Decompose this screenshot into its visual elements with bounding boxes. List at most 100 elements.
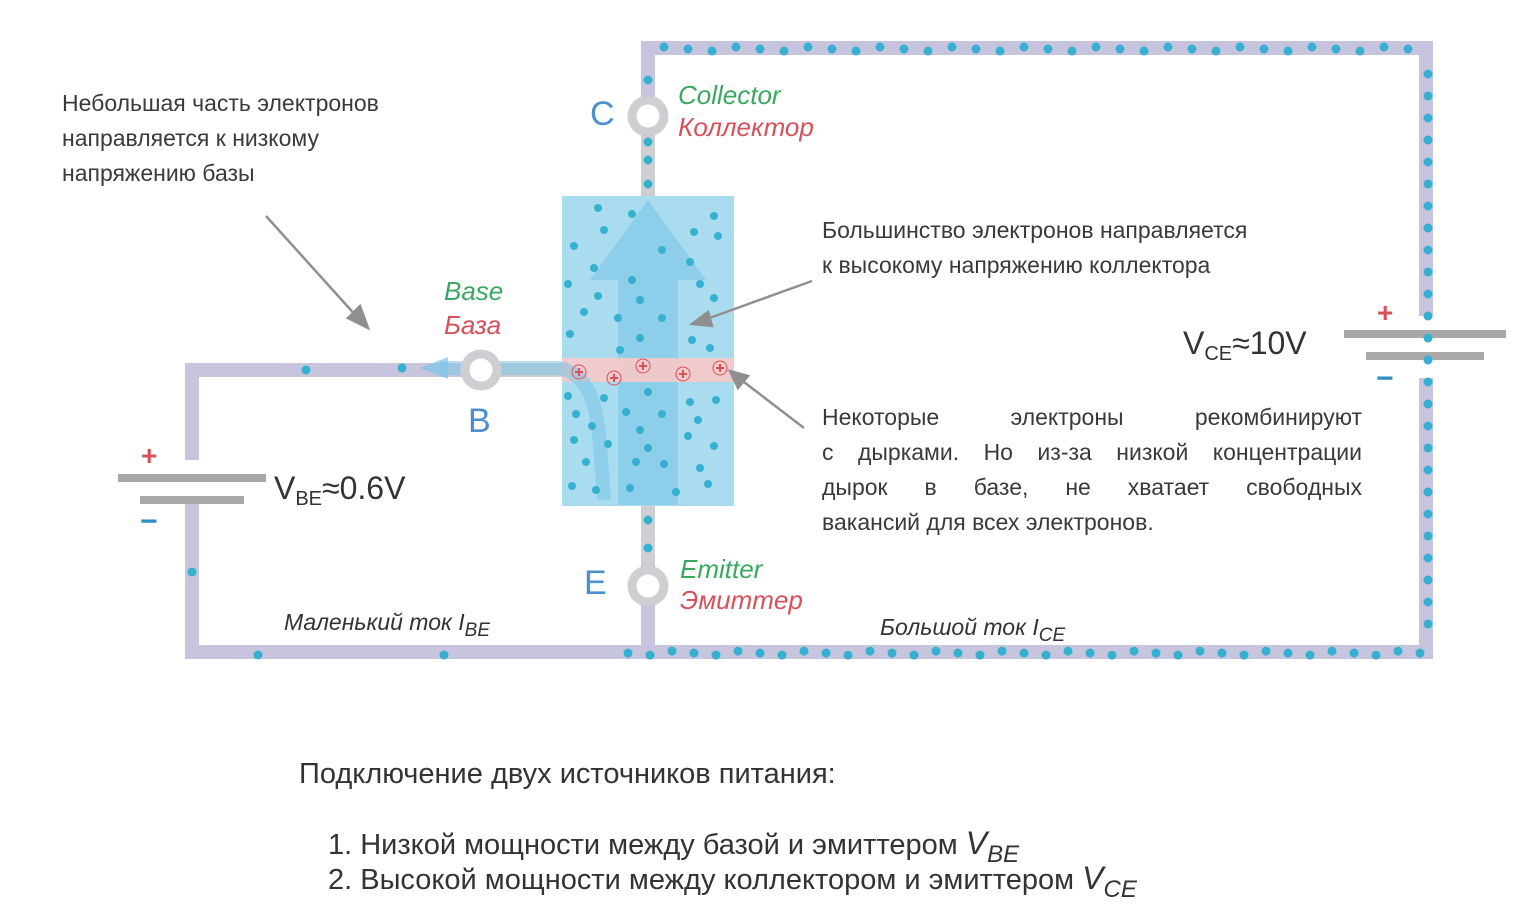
caption-item-subscript: BE bbox=[987, 841, 1020, 868]
electron-dot bbox=[570, 436, 578, 444]
electron-dot bbox=[1239, 650, 1249, 660]
electron-dot bbox=[643, 155, 653, 165]
vce-plus-sign: + bbox=[1377, 297, 1394, 328]
electron-dot bbox=[1423, 91, 1433, 101]
hole-markers bbox=[571, 358, 728, 386]
vce-approx: ≈ bbox=[1232, 325, 1250, 361]
pointer-arrowhead-recombine bbox=[727, 369, 751, 391]
base-flow-curve bbox=[440, 361, 611, 501]
large-current-text: Большой ток I bbox=[880, 614, 1039, 640]
electron-dot bbox=[995, 46, 1005, 56]
base-emitter-wire bbox=[185, 363, 648, 659]
electron-dot bbox=[843, 650, 853, 660]
electron-dot bbox=[704, 480, 712, 488]
electron-dot bbox=[683, 44, 693, 54]
electron-dot bbox=[975, 650, 985, 660]
electron-dot bbox=[1415, 648, 1425, 658]
electron-dot bbox=[672, 488, 680, 496]
note-small-part-line: Небольшая часть электронов bbox=[62, 90, 379, 116]
emitter-letter: E bbox=[584, 564, 607, 602]
vce-subscript: CE bbox=[1204, 343, 1233, 365]
base-terminal[interactable] bbox=[460, 349, 502, 391]
electron-dot bbox=[1283, 648, 1293, 658]
hole-marker bbox=[571, 364, 587, 380]
electron-dot bbox=[1355, 46, 1365, 56]
electron-dot bbox=[1129, 646, 1139, 656]
vbe-value: 0.6V bbox=[339, 470, 406, 506]
electron-dot bbox=[636, 426, 644, 434]
vbe-minus-sign: − bbox=[140, 505, 158, 538]
hole-marker bbox=[712, 360, 728, 376]
electron-dot bbox=[997, 646, 1007, 656]
note-small-part-line: напряжению базы bbox=[62, 160, 255, 186]
caption-item-text: 1. Низкой мощности между базой и эмиттер… bbox=[328, 829, 966, 861]
electron-dot bbox=[1423, 531, 1433, 541]
emitter-terminal[interactable] bbox=[627, 565, 669, 607]
vce-minus-sign: − bbox=[1376, 362, 1394, 395]
note-recombine: Некоторые электроны рекомбинируют с дырк… bbox=[822, 400, 1362, 540]
electron-dot bbox=[1423, 201, 1433, 211]
electron-dot bbox=[1423, 597, 1433, 607]
vbe-symbol: V bbox=[274, 470, 296, 506]
electron-dot bbox=[1173, 650, 1183, 660]
electron-dot bbox=[1063, 646, 1073, 656]
electron-dot bbox=[1403, 44, 1413, 54]
electron-dot bbox=[865, 646, 875, 656]
electron-dot bbox=[953, 648, 963, 658]
electron-dot bbox=[594, 292, 602, 300]
electron-dot bbox=[710, 212, 718, 220]
electron-dot bbox=[645, 650, 655, 660]
electron-dot bbox=[1423, 223, 1433, 233]
large-current-label: Большой ток ICE bbox=[880, 614, 1065, 647]
caption-item-text: 2. Высокой мощности между коллектором и … bbox=[328, 864, 1083, 896]
electron-dot bbox=[899, 44, 909, 54]
electron-dot bbox=[1423, 443, 1433, 453]
electron-flow-arrow bbox=[590, 200, 706, 505]
electron-dot bbox=[696, 464, 704, 472]
base-flow-arrowhead bbox=[420, 357, 448, 379]
electron-dot bbox=[827, 44, 837, 54]
electron-dot bbox=[694, 416, 702, 424]
electron-dot bbox=[887, 648, 897, 658]
electron-dot bbox=[1423, 289, 1433, 299]
electron-dot bbox=[689, 648, 699, 658]
vce-gap bbox=[1410, 316, 1444, 378]
electron-dot bbox=[622, 408, 630, 416]
electron-dot bbox=[1423, 69, 1433, 79]
base-label-en: Base bbox=[444, 276, 504, 306]
electron-dots bbox=[187, 42, 1433, 660]
electron-dot bbox=[572, 410, 580, 418]
electron-dot bbox=[1259, 44, 1269, 54]
hole-plus-icon bbox=[575, 368, 583, 376]
electron-dot bbox=[667, 646, 677, 656]
vbe-subscript: BE bbox=[295, 488, 323, 510]
electron-dot bbox=[592, 486, 600, 494]
electron-dot bbox=[644, 444, 652, 452]
electron-dot bbox=[1217, 648, 1227, 658]
electron-dot bbox=[947, 42, 957, 52]
note-recombine-line: Некоторые электроны рекомбинируют bbox=[822, 404, 1362, 430]
electron-dot bbox=[582, 458, 590, 466]
vbe-plus-sign: + bbox=[141, 440, 158, 471]
electron-dot bbox=[1261, 646, 1271, 656]
electron-dot bbox=[711, 650, 721, 660]
electron-dot bbox=[690, 228, 698, 236]
electron-dot bbox=[1283, 46, 1293, 56]
vce-voltage-label: VCE≈10V bbox=[1183, 325, 1307, 366]
electron-dot bbox=[643, 515, 653, 525]
electron-dot bbox=[1423, 553, 1433, 563]
small-current-label: Маленький ток IBE bbox=[284, 609, 490, 642]
electron-dot bbox=[1151, 648, 1161, 658]
pointer-arrowhead-small-part bbox=[345, 303, 371, 331]
electron-dot bbox=[1423, 399, 1433, 409]
electron-dot bbox=[1423, 421, 1433, 431]
hole-plus-icon bbox=[639, 362, 647, 370]
note-majority: Большинство электронов направляется к вы… bbox=[822, 213, 1247, 283]
electron-dot bbox=[1423, 465, 1433, 475]
electron-dot bbox=[1393, 646, 1403, 656]
note-recombine-line: вакансий для всех электронов. bbox=[822, 509, 1154, 535]
collector-terminal[interactable] bbox=[627, 95, 669, 137]
electron-dot bbox=[1331, 44, 1341, 54]
